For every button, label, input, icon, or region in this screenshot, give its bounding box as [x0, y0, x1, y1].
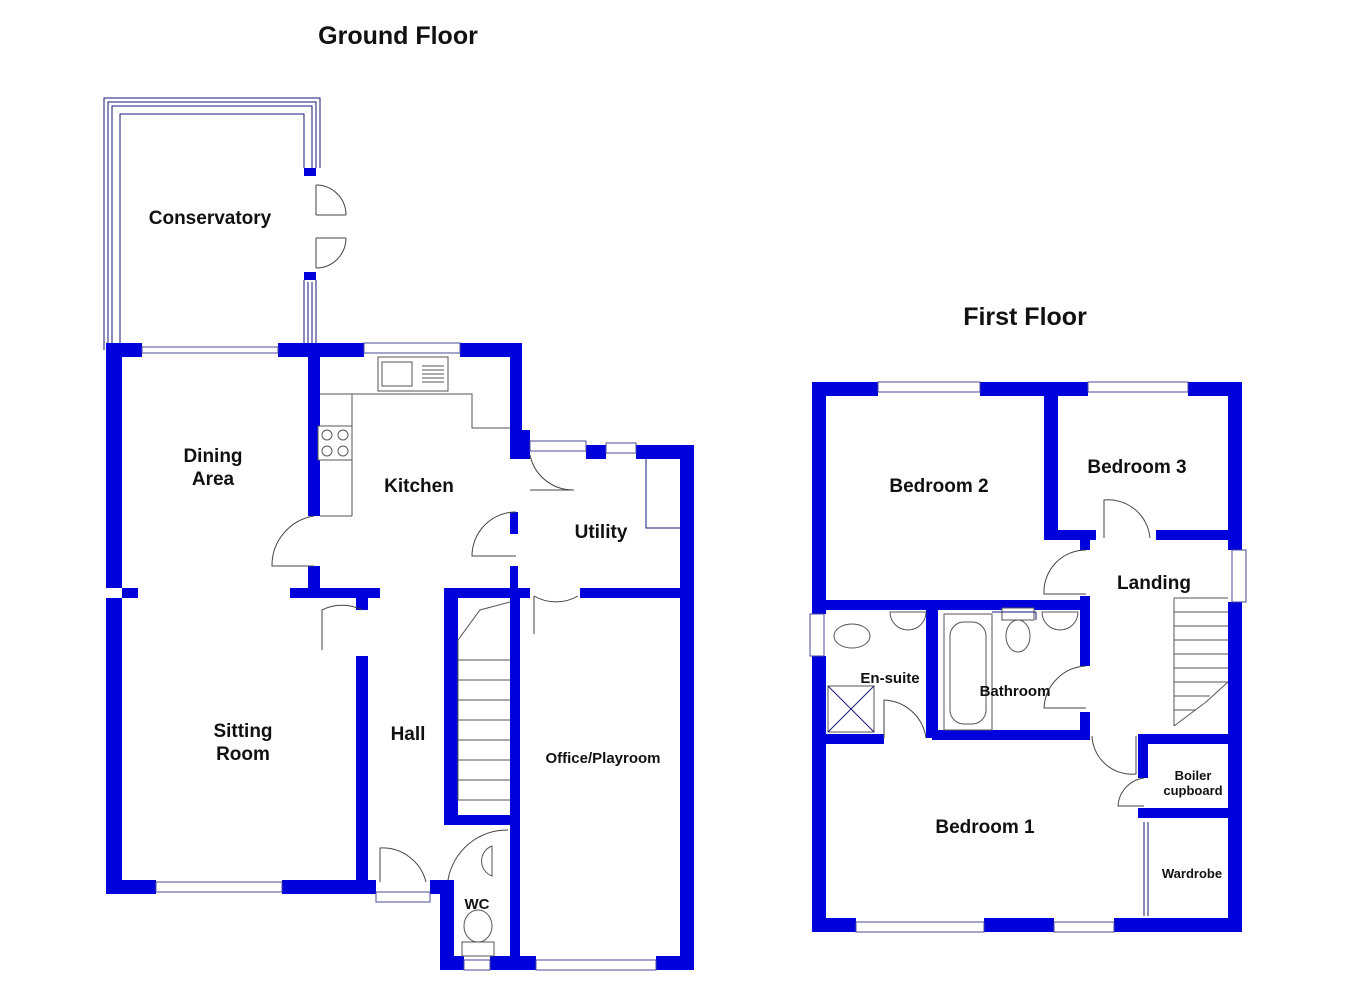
ground-walls	[106, 343, 694, 970]
ground-internal-walls	[122, 343, 694, 970]
first-fixtures	[827, 597, 1229, 733]
en-suite-label: En-suite	[860, 670, 919, 687]
first-labels: Bedroom 2 Bedroom 3 Landing En-suite Bat…	[860, 457, 1222, 881]
wc-label: WC	[465, 896, 490, 913]
conservatory-label: Conservatory	[149, 208, 272, 229]
first-windows	[809, 381, 1247, 933]
utility-label: Utility	[575, 522, 628, 543]
first-floor: First Floor	[809, 303, 1247, 933]
ground-windows	[141, 342, 657, 971]
hall-label: Hall	[391, 724, 426, 745]
first-staircase	[1173, 597, 1229, 727]
ground-fixtures	[317, 356, 511, 957]
ground-floor-title: Ground Floor	[318, 22, 478, 50]
bathroom-label: Bathroom	[980, 683, 1051, 700]
first-floor-title: First Floor	[963, 303, 1087, 331]
bedroom-3-label: Bedroom 3	[1087, 457, 1186, 478]
landing-label: Landing	[1117, 573, 1191, 594]
bedroom-2-label: Bedroom 2	[889, 476, 988, 497]
bedroom-1-label: Bedroom 1	[935, 817, 1035, 838]
first-doors	[883, 499, 1151, 916]
ground-staircase	[457, 601, 511, 801]
conservatory-frame	[103, 97, 347, 350]
ground-floor: Ground Floor	[103, 22, 694, 971]
kitchen-label: Kitchen	[384, 476, 454, 497]
first-walls	[812, 382, 1242, 932]
ground-doors	[271, 454, 680, 883]
office-label: Office/Playroom	[545, 750, 660, 767]
wardrobe-label: Wardrobe	[1162, 866, 1222, 881]
